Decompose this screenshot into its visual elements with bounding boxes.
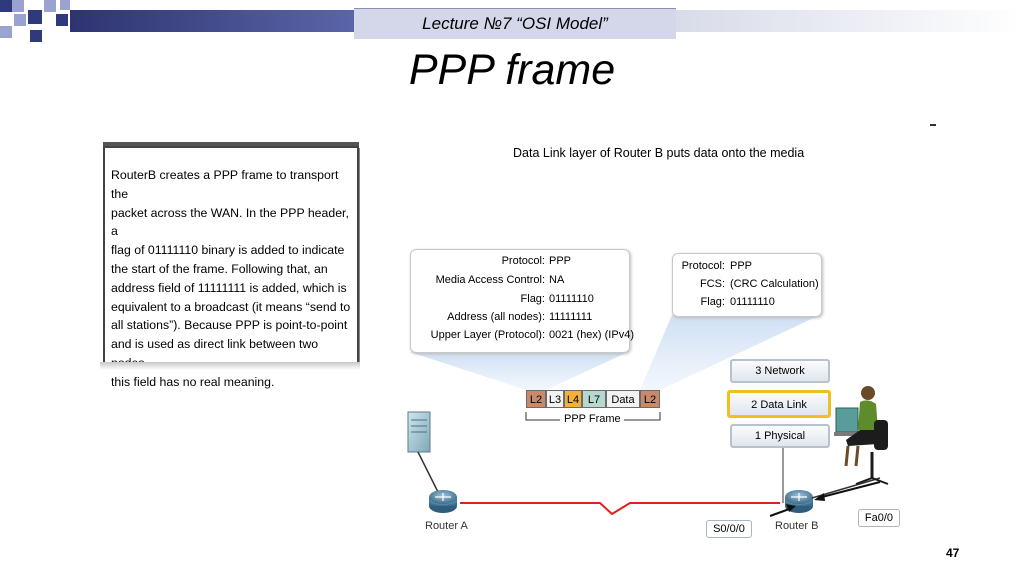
server-link: [417, 451, 441, 497]
field-value: PPP: [730, 260, 753, 272]
layer-data-link: 2 Data Link: [727, 390, 831, 418]
frame-segment-data: Data: [606, 390, 640, 408]
field-value: 01111110: [549, 293, 594, 305]
router-b-label: Router B: [775, 520, 819, 532]
page-number: 47: [946, 546, 960, 560]
field-value: (CRC Calculation): [730, 278, 819, 290]
ppp-header-box: Protocol: PPP Media Access Control: NA F…: [410, 249, 634, 353]
header-band: [0, 0, 1024, 44]
field-value: 01111110: [730, 296, 775, 308]
frame-segment-l2: L2: [526, 390, 546, 408]
serial-interface-tag: S0/0/0: [706, 520, 752, 538]
fa-arrow: [817, 481, 881, 499]
frame-bracket: [525, 412, 661, 421]
field-value: 0021 (hex) (IPv4): [549, 329, 634, 341]
frame-label: PPP Frame: [562, 413, 623, 425]
fast-ethernet-tag: Fa0/0: [858, 509, 900, 527]
server-icon: [407, 411, 431, 453]
diagram-caption: Data Link layer of Router B puts data on…: [513, 146, 805, 160]
field-label: Upper Layer (Protocol):: [430, 329, 545, 341]
explanation-card: RouterB creates a PPP frame to transport…: [103, 146, 359, 389]
explanation-line: packet across the WAN. In the PPP header…: [111, 205, 349, 239]
explanation-line: flag of 01111110 binary is added to indi…: [111, 243, 345, 258]
router-a-icon: [429, 490, 457, 513]
explanation-line: address field of 11111111 is added, whic…: [111, 280, 347, 295]
lecture-label: Lecture №7 “OSI Model”: [354, 8, 676, 39]
frame-segment-l2-trailer: L2: [640, 390, 660, 408]
dash-mark: [930, 124, 936, 126]
layer-physical: 1 Physical: [730, 424, 830, 448]
layer-network: 3 Network: [730, 359, 830, 383]
ppp-frame: L2 L3 L4 L7 Data L2: [526, 390, 660, 408]
field-label: Protocol:: [681, 260, 725, 272]
explanation-line: RouterB creates a PPP frame to transport…: [111, 168, 339, 201]
field-label: Protocol:: [501, 255, 545, 267]
card-shadow: [100, 362, 360, 370]
field-label: FCS:: [699, 278, 725, 290]
explanation-line: the start of the frame. Following that, …: [111, 261, 328, 276]
explanation-text: RouterB creates a PPP frame to transport…: [111, 166, 351, 392]
field-label: Flag:: [700, 296, 725, 308]
wan-link: [460, 502, 780, 516]
field-value: 11111111: [549, 311, 593, 323]
explanation-line: all stations”). Because PPP is point-to-…: [111, 318, 348, 333]
user-at-computer-icon: [834, 386, 889, 485]
frame-segment-l3: L3: [546, 390, 564, 408]
ppp-trailer-box: Protocol: PPP FCS: (CRC Calculation) Fla…: [672, 253, 822, 317]
field-value: NA: [549, 274, 565, 286]
field-label: Address (all nodes):: [447, 311, 545, 323]
frame-segment-l7: L7: [582, 390, 606, 408]
slide-title: PPP frame: [408, 46, 616, 94]
trailer-fan: [640, 315, 820, 390]
field-label: Media Access Control:: [435, 274, 545, 286]
router-a-label: Router A: [425, 520, 468, 532]
explanation-line: this field has no real meaning.: [111, 374, 275, 389]
field-value: PPP: [549, 255, 572, 267]
field-label: Flag:: [520, 293, 545, 305]
explanation-line: equivalent to a broadcast (it means “sen…: [111, 299, 351, 314]
header-fan: [410, 352, 628, 390]
router-b-icon: [785, 490, 813, 513]
frame-segment-l4: L4: [564, 390, 582, 408]
